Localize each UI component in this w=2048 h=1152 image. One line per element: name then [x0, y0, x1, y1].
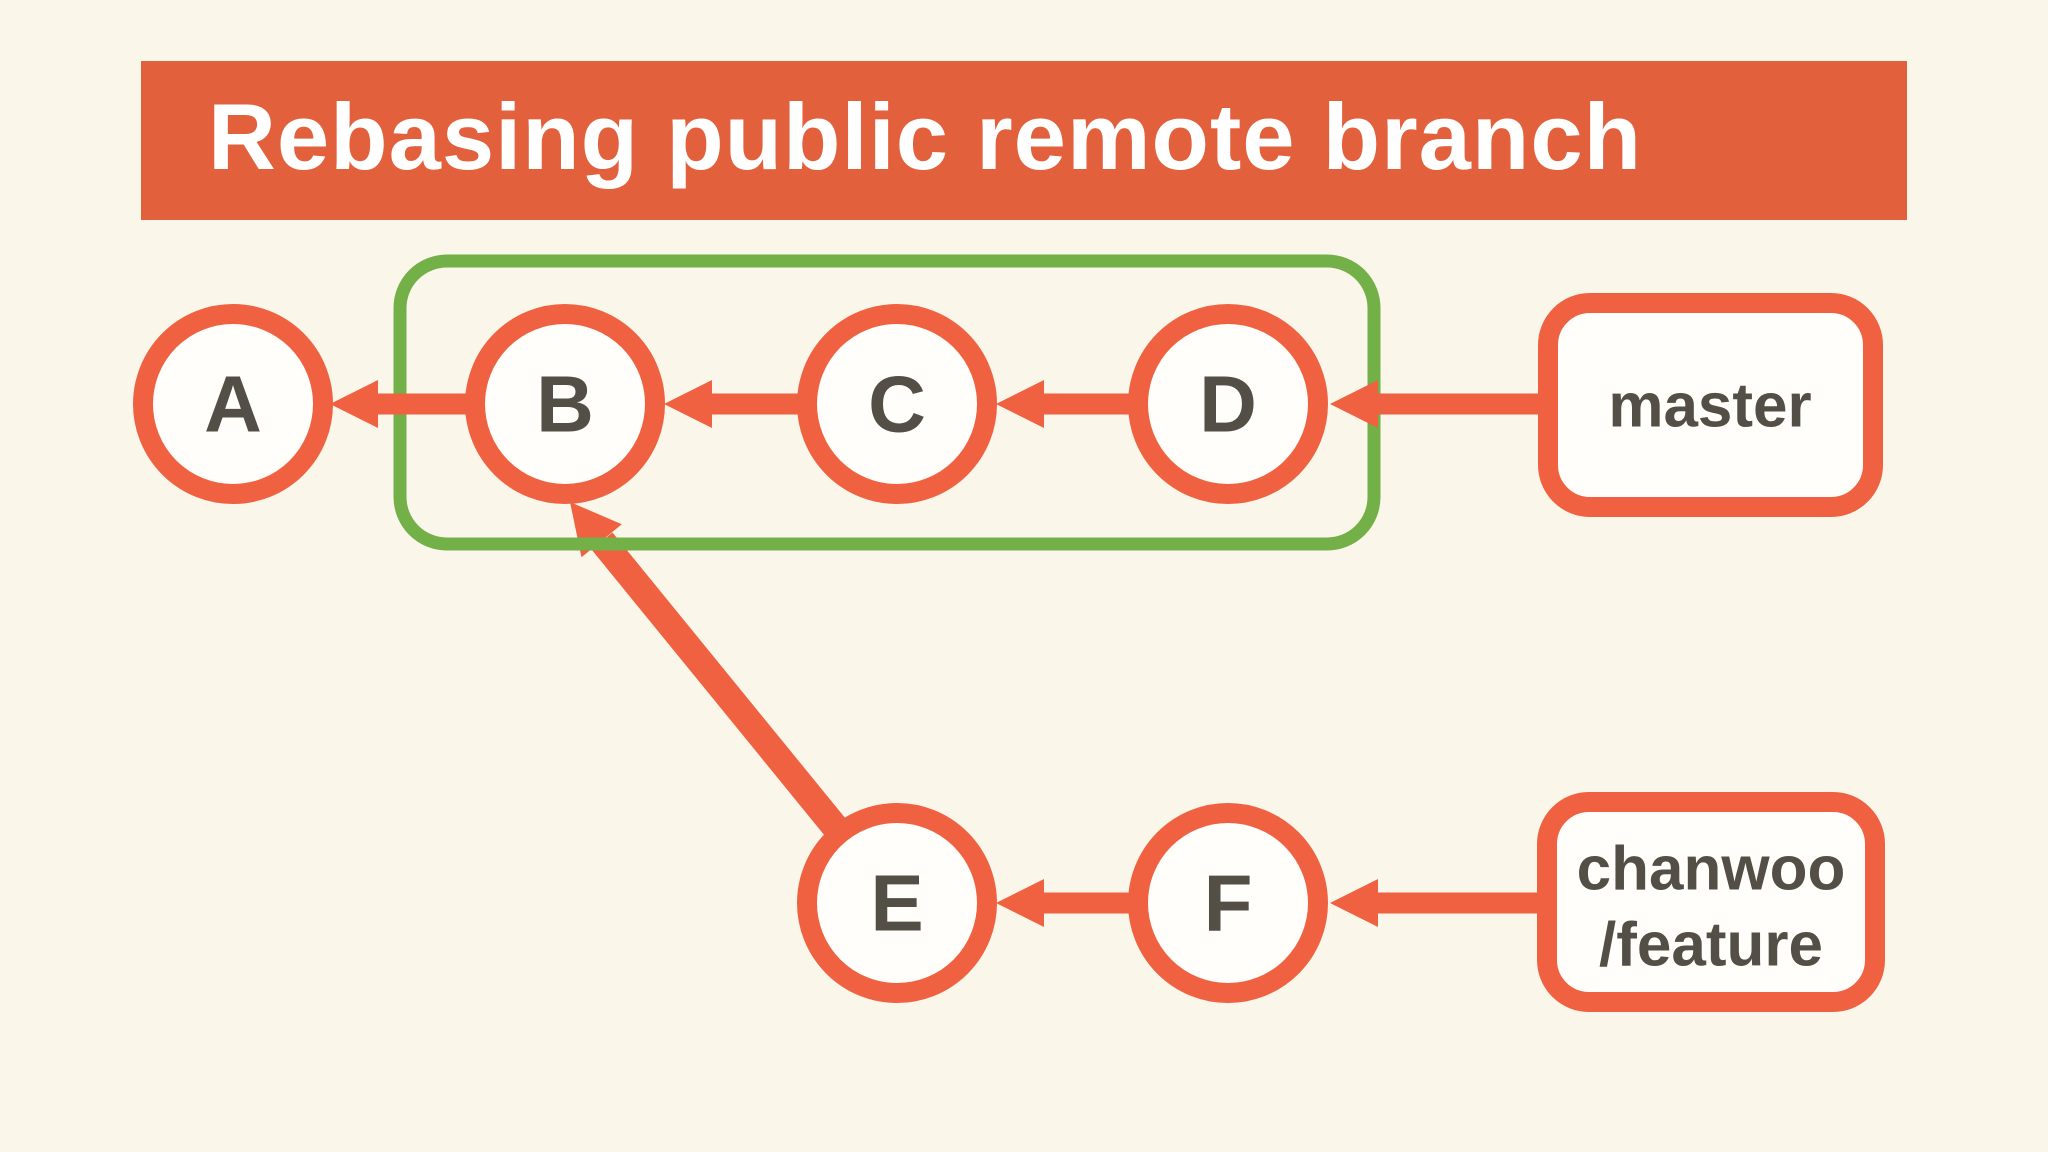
commit-node-b: B	[465, 304, 665, 504]
branch-box-feature: chanwoo /feature	[1537, 792, 1885, 1012]
commit-circle-f	[1128, 803, 1328, 1003]
commit-node-e: E	[797, 803, 997, 1003]
title-banner: Rebasing public remote branch	[141, 61, 1907, 220]
commit-label-f: F	[1204, 859, 1253, 948]
arrow-master-to-d	[1330, 380, 1552, 428]
arrow-f-to-e-head	[996, 879, 1044, 927]
arrow-c-to-b-head	[664, 380, 712, 428]
arrow-d-to-c	[996, 380, 1130, 428]
commit-node-c: C	[797, 304, 997, 504]
branch-label-feature-line1: chanwoo	[1577, 835, 1846, 904]
commit-circle-d	[1128, 304, 1328, 504]
page-title: Rebasing public remote branch	[208, 83, 1643, 189]
commit-label-a: A	[204, 360, 262, 449]
arrow-feature-to-f-head	[1330, 879, 1378, 927]
arrow-c-to-b	[664, 380, 800, 428]
commit-node-d: D	[1128, 304, 1328, 504]
branch-label-master: master	[1608, 372, 1811, 441]
branch-box-feature-rect	[1537, 792, 1885, 1012]
commit-label-e: E	[870, 859, 923, 948]
commit-label-b: B	[536, 360, 594, 449]
branch-label-feature-line2: /feature	[1599, 911, 1823, 980]
arrow-b-to-a	[330, 380, 470, 428]
arrow-master-to-d-head	[1330, 380, 1378, 428]
arrow-d-to-c-head	[996, 380, 1044, 428]
commit-circle-b	[465, 304, 665, 504]
branch-box-master: master	[1538, 293, 1883, 517]
arrow-feature-to-f	[1330, 879, 1552, 927]
arrow-b-to-a-head	[330, 380, 378, 428]
commit-circle-c	[797, 304, 997, 504]
commit-circle-a	[133, 304, 333, 504]
commit-node-a: A	[133, 304, 333, 504]
branch-box-master-rect	[1538, 293, 1883, 517]
commit-node-f: F	[1128, 803, 1328, 1003]
commit-label-d: D	[1199, 360, 1257, 449]
commit-label-c: C	[868, 360, 926, 449]
arrow-f-to-e	[996, 879, 1130, 927]
commit-circle-e	[797, 803, 997, 1003]
